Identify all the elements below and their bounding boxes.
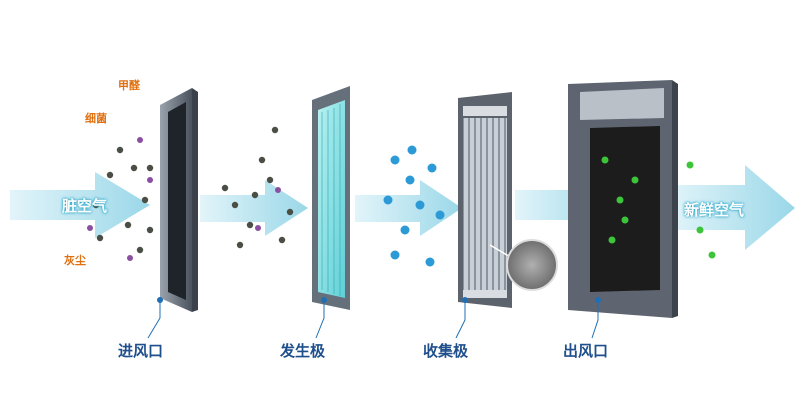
pollutant-particle — [124, 221, 132, 229]
pollutant-particle — [266, 176, 274, 184]
stage-label-inlet: 进风口 — [118, 342, 164, 360]
particle-layer — [87, 126, 716, 267]
charged-particle — [427, 163, 437, 173]
collector-electrode-panel — [458, 92, 558, 308]
pollutant-particle — [92, 201, 100, 209]
pollutant-particle — [130, 164, 138, 172]
pollutant-particle — [275, 187, 281, 193]
charged-particle — [390, 250, 400, 260]
pollutant-particle — [278, 236, 286, 244]
pollutant-particle — [106, 171, 114, 179]
generator-electrode-panel — [312, 86, 350, 310]
clean-air-particle — [621, 216, 629, 224]
pollutant-particle — [286, 208, 294, 216]
charged-particle — [390, 155, 400, 165]
charged-particle — [383, 195, 393, 205]
pollutant-dust-label: 灰尘 — [64, 254, 86, 267]
pollutant-particle — [127, 255, 133, 261]
pollutant-particle — [116, 146, 124, 154]
pollutant-particle — [221, 184, 229, 192]
clean-air-particle — [686, 161, 694, 169]
stage-label-generator: 发生极 — [280, 342, 326, 360]
charged-particle — [415, 200, 425, 210]
clean-air-particle — [696, 226, 704, 234]
pollutant-particle — [231, 201, 239, 209]
pollutant-particle — [137, 137, 143, 143]
charged-particle — [407, 145, 417, 155]
pollutant-particle — [236, 241, 244, 249]
airflow-arrow — [200, 180, 308, 236]
clean-air-particle — [608, 236, 616, 244]
label-leader-dots — [157, 297, 601, 303]
pollutant-particle — [96, 234, 104, 242]
airflow-arrow — [10, 172, 150, 238]
pollutant-particle — [246, 221, 254, 229]
charged-particle — [425, 257, 435, 267]
clean-air-particle — [631, 176, 639, 184]
fresh-air-label: 新鲜空气 — [684, 201, 745, 219]
label-leaders — [147, 300, 599, 339]
clean-air-particle — [708, 251, 716, 259]
pollutant-particle — [258, 156, 266, 164]
pollutant-particle — [146, 164, 154, 172]
pollutant-particle — [251, 191, 259, 199]
pollutant-particle — [136, 246, 144, 254]
airflow-arrow — [355, 180, 462, 236]
clean-air-particle — [616, 196, 624, 204]
collector-magnify-icon — [506, 239, 558, 291]
stage-label-outlet: 出风口 — [563, 342, 609, 360]
pollutant-formaldehyde-label: 甲醛 — [118, 79, 140, 92]
pollutant-particle — [87, 225, 93, 231]
charged-particle — [435, 210, 445, 220]
pollutant-bacteria-label: 细菌 — [85, 112, 107, 125]
pollutant-particle — [255, 225, 261, 231]
pollutant-particle — [271, 126, 279, 134]
pollutant-particle — [141, 196, 149, 204]
pollutant-particle — [146, 226, 154, 234]
clean-air-particle — [601, 156, 609, 164]
stage-label-collector: 收集极 — [423, 342, 469, 360]
charged-particle — [405, 175, 415, 185]
dirty-air-label: 脏空气 — [62, 197, 108, 215]
pollutant-particle — [147, 177, 153, 183]
charged-particle — [400, 225, 410, 235]
inlet-panel — [160, 88, 198, 312]
